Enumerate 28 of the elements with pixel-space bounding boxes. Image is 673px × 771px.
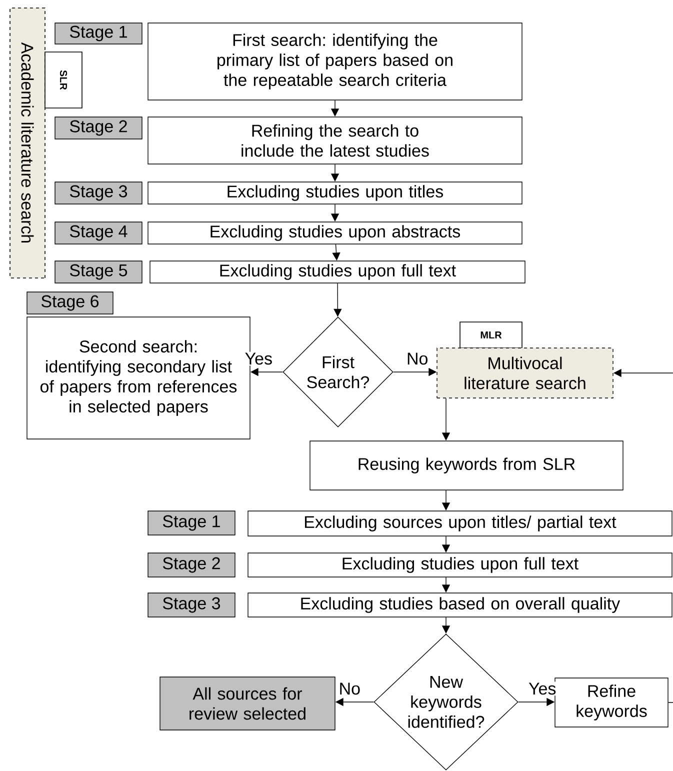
- edge-label: Yes: [527, 682, 558, 696]
- process-box: Excluding studies upon full text: [248, 552, 672, 578]
- process-box: Excluding studies based on overall quality: [248, 592, 672, 618]
- stage-label: Stage 6: [26, 292, 114, 314]
- dashed-band: Academic literature search: [10, 8, 46, 278]
- process-box: Multivocal literature search: [436, 348, 614, 398]
- stage-label: Stage 5: [54, 260, 142, 284]
- process-box: Reusing keywords from SLR: [310, 440, 624, 490]
- edge-label: No: [338, 682, 362, 696]
- process-box: Excluding studies upon full text: [150, 260, 526, 284]
- edge-label: No: [405, 352, 430, 366]
- stage-label: Stage 4: [54, 222, 142, 244]
- process-box: First search: identifying the primary list of papers based on the repeatable search criteria: [148, 22, 522, 100]
- stage-label: Stage 2: [148, 552, 236, 578]
- process-box: Excluding studies upon titles: [148, 182, 522, 204]
- stage-label: Stage 2: [54, 116, 142, 140]
- process-box: Refining the search to include the latest studies: [148, 116, 522, 164]
- stage-label: Stage 1: [54, 22, 142, 44]
- stage-label: Stage 1: [148, 510, 236, 536]
- edge-label: Yes: [244, 352, 274, 366]
- section-tag: MLR: [460, 322, 522, 348]
- process-box: Excluding sources upon titles/ partial text: [248, 510, 672, 536]
- section-tag: SLR: [44, 52, 82, 108]
- stage-label: Stage 3: [148, 592, 236, 618]
- result-box: All sources for review selected: [160, 676, 336, 730]
- process-box: Excluding studies upon abstracts: [148, 222, 522, 244]
- stage-label: Stage 3: [54, 182, 142, 204]
- process-box: Refine keywords: [554, 678, 668, 728]
